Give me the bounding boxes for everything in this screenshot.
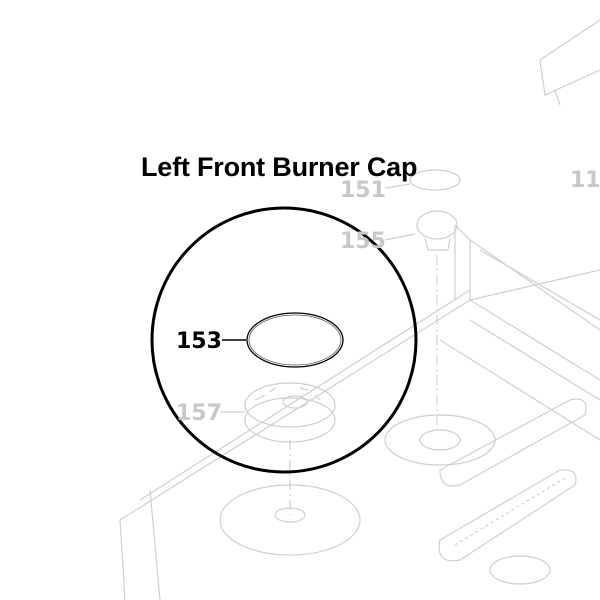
part-label-155: 155 bbox=[340, 229, 386, 254]
part-label-151: 151 bbox=[340, 178, 386, 203]
part-label-153: 153 bbox=[176, 329, 222, 354]
part-label-157: 157 bbox=[176, 401, 222, 426]
part-label-11: 11 bbox=[570, 168, 600, 193]
diagram-title: Left Front Burner Cap bbox=[141, 152, 418, 182]
burner-cap-rim bbox=[248, 314, 342, 366]
highlight-circle bbox=[150, 206, 418, 474]
background-cooktop-drawing bbox=[119, 19, 600, 600]
burner-cap-part bbox=[246, 312, 344, 368]
